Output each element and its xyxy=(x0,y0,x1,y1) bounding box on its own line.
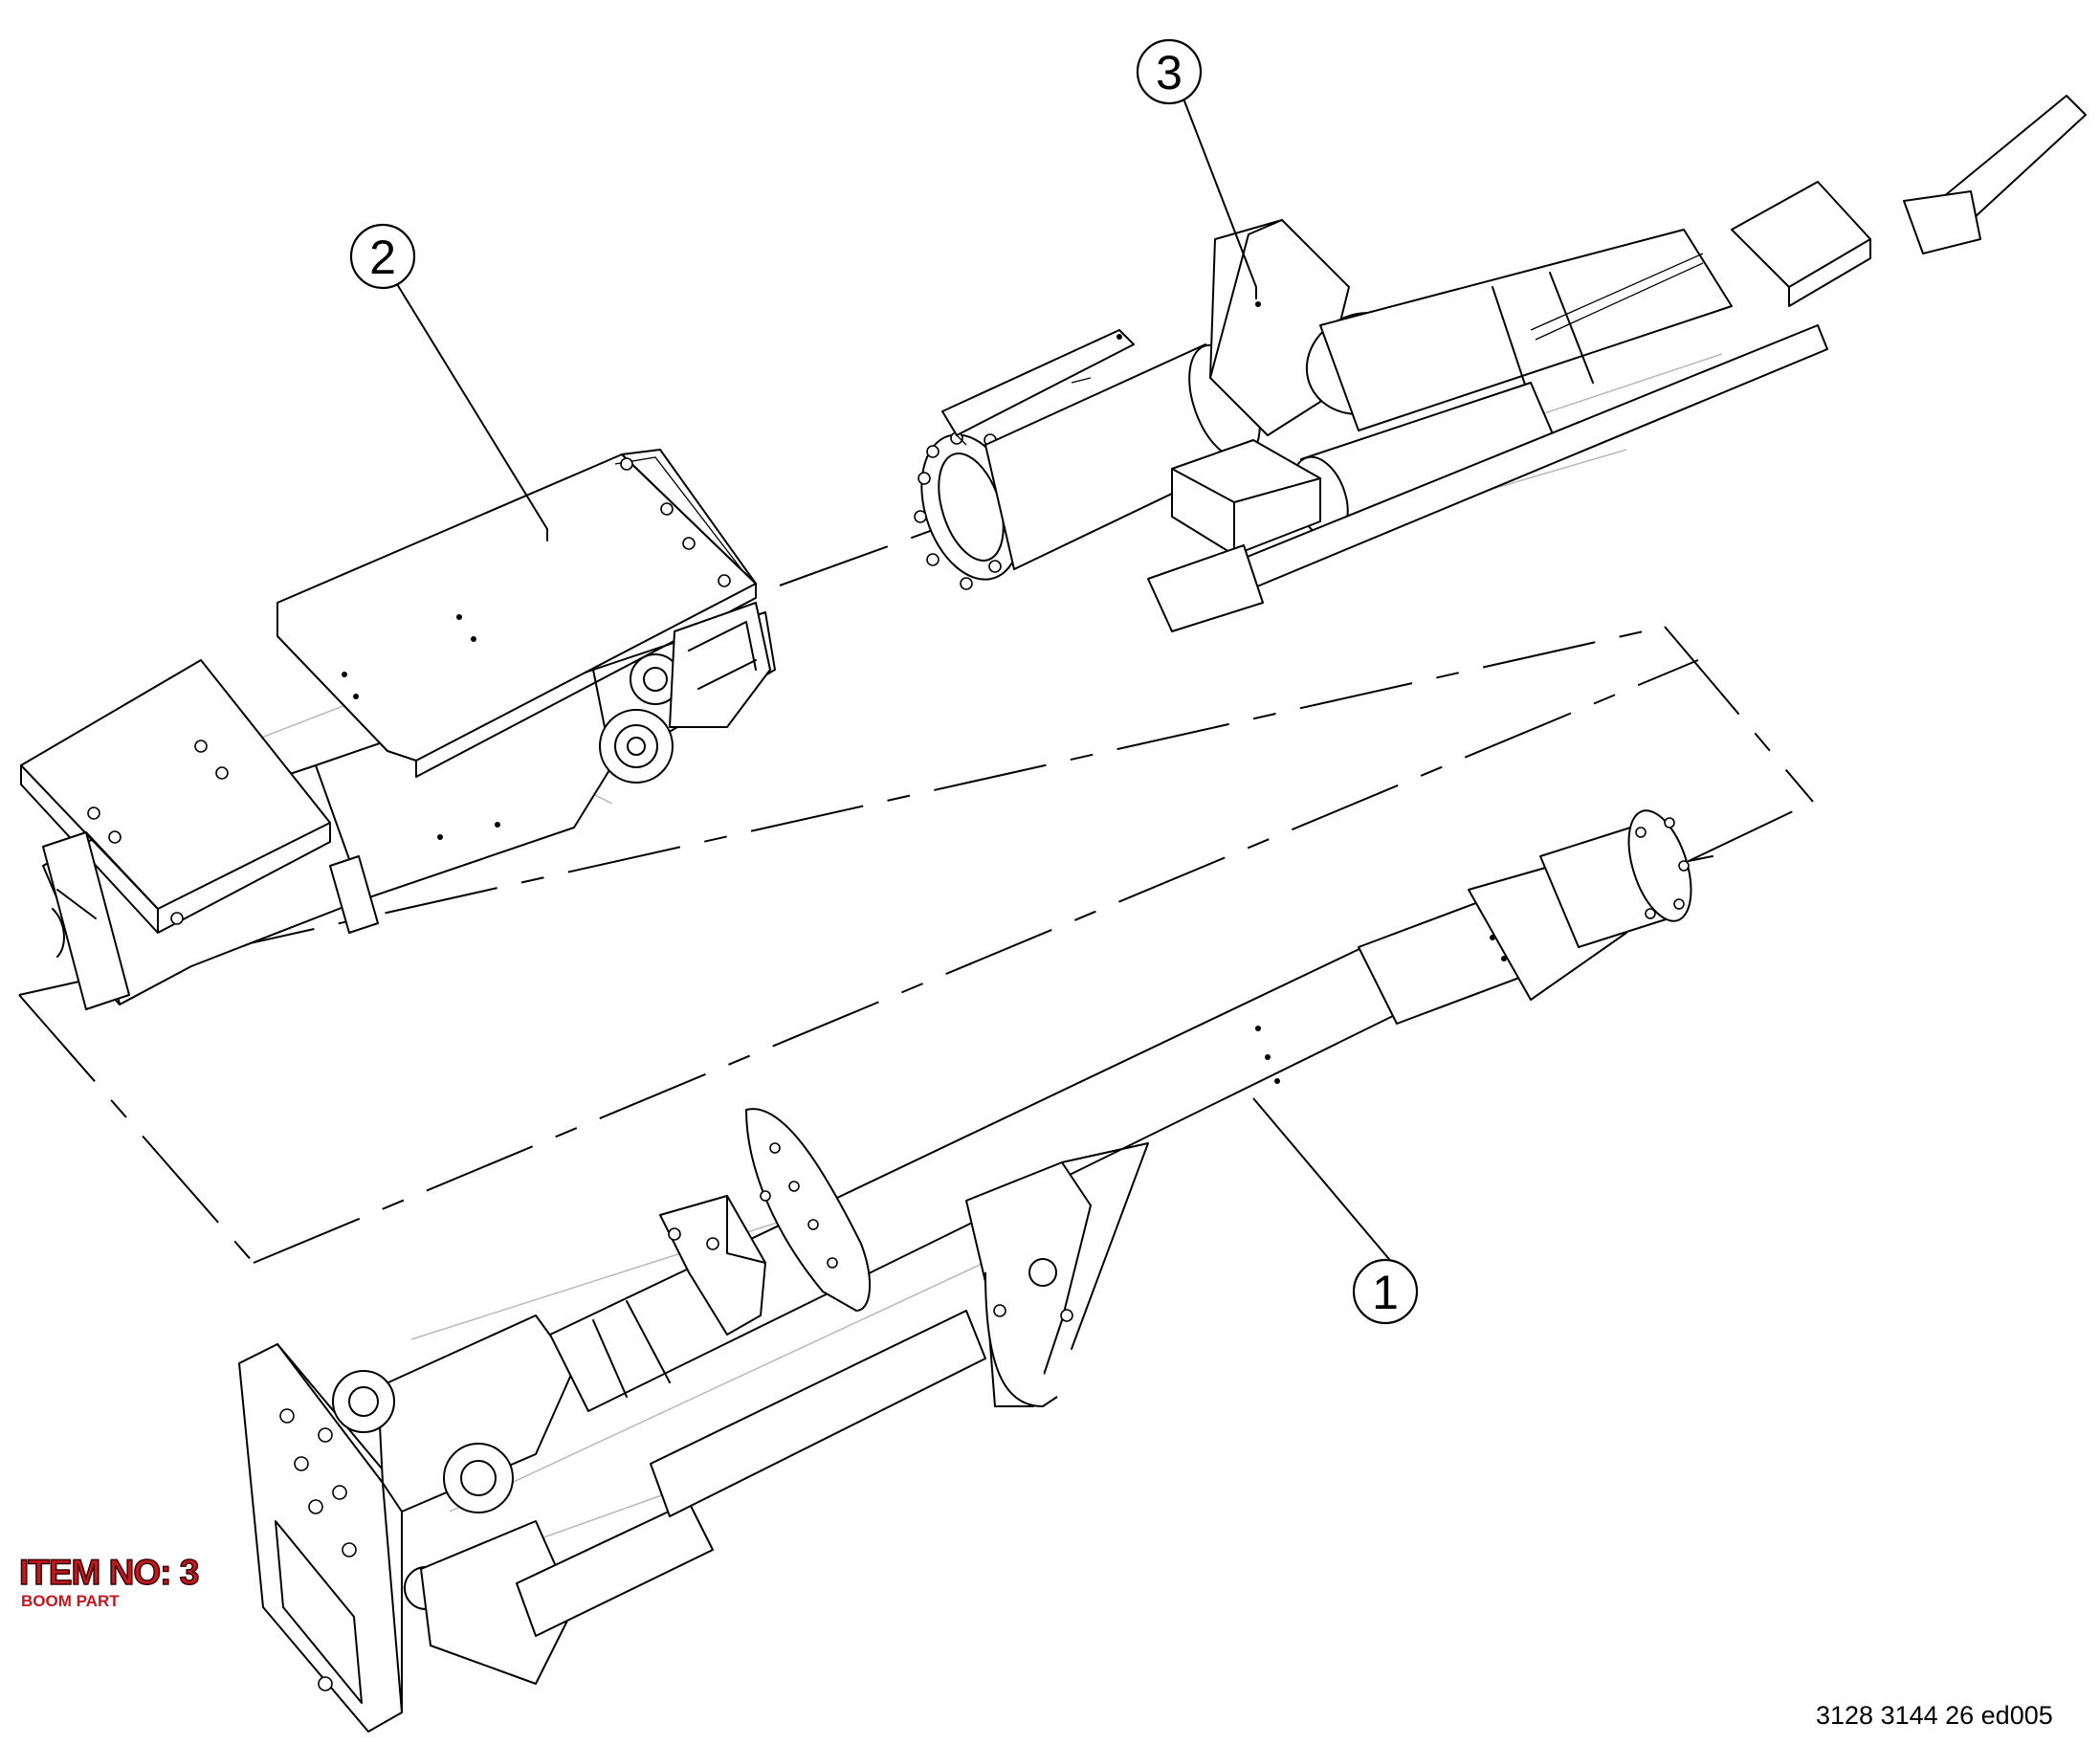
rear-end-bracket xyxy=(42,831,130,1010)
disc-holes xyxy=(760,1142,838,1269)
callout-1: 1 xyxy=(1352,1258,1419,1325)
part-3-wrist-section xyxy=(914,95,2087,632)
leader-lines xyxy=(396,98,1400,1271)
end-flange xyxy=(1627,809,1692,922)
plate-bolts xyxy=(87,457,731,925)
valve-block xyxy=(1171,439,1321,556)
callout-2: 2 xyxy=(349,223,416,290)
item-description: BOOM PART xyxy=(21,1592,120,1610)
callout-2-label: 2 xyxy=(369,231,396,284)
lift-cylinder xyxy=(516,1501,714,1637)
part-2-boom-section xyxy=(20,449,776,1010)
callout-3: 3 xyxy=(1136,38,1203,105)
alignment-line-tail xyxy=(1688,801,1814,862)
alignment-line-left-drop xyxy=(18,994,254,1264)
item-number-title: ITEM NO: 3 xyxy=(18,1553,200,1593)
callout-3-label: 3 xyxy=(1156,46,1183,99)
alignment-line-bottom xyxy=(253,659,1699,1264)
drawing-number: 3128 3144 26 ed005 xyxy=(1816,1701,2053,1730)
main-tube xyxy=(1319,229,1733,431)
alignment-line-right-drop xyxy=(1664,626,1814,803)
assembly-alignment-lines xyxy=(18,520,1814,1264)
alignment-line-2-to-3 xyxy=(779,520,958,586)
base-plate-bolts xyxy=(279,1408,357,1691)
plate-holes xyxy=(342,614,500,840)
lug-plate xyxy=(329,855,379,934)
alignment-line-top xyxy=(18,626,1666,996)
pivot-housing xyxy=(377,1314,575,1513)
leader-line-2 xyxy=(396,283,548,530)
part-1-main-boom xyxy=(238,809,1713,1733)
leader-line-3 xyxy=(1183,98,1257,288)
callout-1-label: 1 xyxy=(1372,1266,1399,1319)
leader-line-1 xyxy=(1252,1097,1400,1271)
